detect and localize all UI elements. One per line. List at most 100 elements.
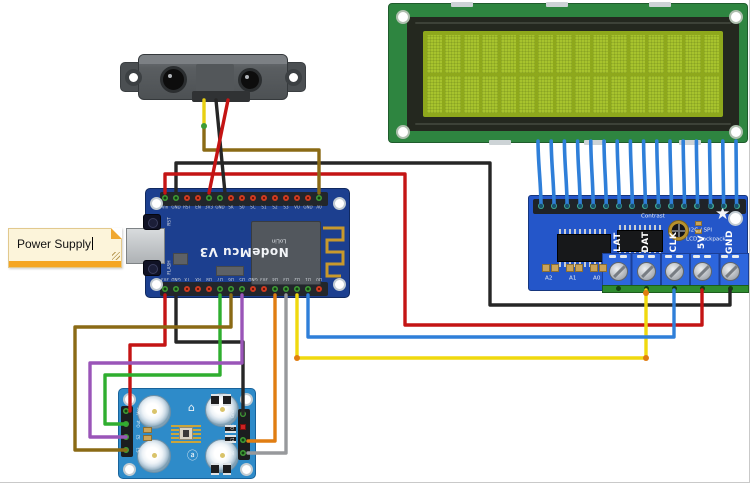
lcd-char-cell xyxy=(703,35,719,73)
nodemcu-pin-label: S2 xyxy=(272,205,278,211)
cs-pin-s1[interactable] xyxy=(240,437,246,443)
cs-pin-vcc[interactable] xyxy=(123,408,129,414)
reset-button[interactable] xyxy=(143,214,161,230)
nodemcu-pin-3v3[interactable] xyxy=(206,195,212,201)
nodemcu-pin-vu[interactable] xyxy=(294,195,300,201)
flash-button[interactable] xyxy=(143,260,161,276)
note-resize-handle-icon[interactable] xyxy=(112,252,120,260)
nodemcu-pin-gnd[interactable] xyxy=(217,195,223,201)
backpack-header-pin[interactable] xyxy=(668,202,675,209)
nodemcu-pin-sk[interactable] xyxy=(228,195,234,201)
note-text[interactable]: Power Supply xyxy=(17,237,94,251)
cs-pin-label: Vcc xyxy=(136,407,142,415)
lcd-hole xyxy=(396,10,410,24)
jumper-pad xyxy=(542,264,550,272)
backpack-header-pin[interactable] xyxy=(551,202,558,209)
backpack-header-pin[interactable] xyxy=(707,202,714,209)
nodemcu-pin-s0[interactable] xyxy=(239,195,245,201)
lcd-tab xyxy=(489,140,511,145)
nodemcu-title: NodeMcu V3 xyxy=(199,245,289,259)
cs-pin-oe[interactable] xyxy=(240,424,246,430)
backpack-header-pin[interactable] xyxy=(655,202,662,209)
nodemcu-pin-d3[interactable] xyxy=(283,285,289,292)
cs-pin-label: Out xyxy=(136,420,142,428)
wire-entry-hole xyxy=(615,286,621,291)
nodemcu-pin-s2[interactable] xyxy=(272,195,278,201)
backpack-header-pin[interactable] xyxy=(577,202,584,209)
nodemcu-pin-d1[interactable] xyxy=(305,285,311,292)
terminal-screw-5v[interactable] xyxy=(692,262,712,281)
nodemcu-pin-label: D2 xyxy=(294,276,300,281)
nodemcu-pin-d5[interactable] xyxy=(239,285,245,292)
ir-right-mount-hole xyxy=(285,69,302,86)
backpack-header-pin[interactable] xyxy=(603,202,610,209)
lcd-char-cell xyxy=(463,75,480,113)
backpack-header-pin[interactable] xyxy=(720,202,727,209)
nodemcu-board[interactable]: RST FLASH NodeMcu V3 LoLin xyxy=(126,188,350,298)
nodemcu-pin-d8[interactable] xyxy=(206,285,212,292)
nodemcu-pin-vin[interactable] xyxy=(162,195,168,201)
terminal-screw-lat[interactable] xyxy=(608,262,628,281)
nodemcu-pin-d4[interactable] xyxy=(272,285,278,292)
white-led-icon xyxy=(137,439,171,473)
nodemcu-pin-gnd[interactable] xyxy=(173,285,179,292)
nodemcu-pin-label: D8 xyxy=(206,276,212,281)
cs-hole xyxy=(123,393,136,406)
nodemcu-pin-s1[interactable] xyxy=(261,195,267,201)
cs-pin-label: S2 xyxy=(136,434,142,440)
nodemcu-pin-sc[interactable] xyxy=(250,195,256,201)
nodemcu-pin-en[interactable] xyxy=(195,195,201,201)
backpack-header-pin[interactable] xyxy=(642,202,649,209)
lcd-char-cell xyxy=(500,75,517,113)
lcd-16x2-display[interactable] xyxy=(388,2,748,145)
terminal-screw-clk[interactable] xyxy=(664,262,684,281)
wire-ir-vcc-red[interactable] xyxy=(207,98,230,195)
nodemcu-pin-rst[interactable] xyxy=(184,195,190,201)
cs-pin-s2[interactable] xyxy=(123,434,129,440)
nodemcu-pin-s3[interactable] xyxy=(283,195,289,201)
nodemcu-pin-rx[interactable] xyxy=(195,285,201,292)
jumper-pad xyxy=(599,264,607,272)
nodemcu-pin-d2[interactable] xyxy=(294,285,300,292)
usb-connector[interactable] xyxy=(126,228,165,264)
lcd-char-cell xyxy=(685,35,701,73)
nodemcu-pin-gnd[interactable] xyxy=(250,285,256,292)
backpack-header-pin[interactable] xyxy=(733,202,740,209)
nodemcu-pin-tx[interactable] xyxy=(184,285,190,292)
wire-d2-to-backpack-dat-yellow[interactable] xyxy=(295,288,648,360)
lcd-char-cell xyxy=(666,75,683,113)
wire-ir-gnd-black[interactable] xyxy=(214,98,227,195)
nodemcu-pin-gnd[interactable] xyxy=(173,195,179,201)
nodemcu-pin-d7[interactable] xyxy=(217,285,223,292)
lcd-char-cell xyxy=(463,35,480,73)
power-supply-note[interactable]: Power Supply xyxy=(8,228,122,268)
ir-distance-sensor[interactable] xyxy=(116,50,310,106)
cs-pin-s3[interactable] xyxy=(123,447,129,453)
nodemcu-pin-d6[interactable] xyxy=(228,285,234,292)
backpack-header-pin[interactable] xyxy=(538,202,544,209)
cs-pin-out[interactable] xyxy=(123,421,129,427)
backpack-header-pin[interactable] xyxy=(616,202,623,209)
nodemcu-pin-3v3[interactable] xyxy=(162,285,168,292)
nodemcu-pin-label: GND xyxy=(171,205,181,211)
wire-ir-signal-brown-to-a0[interactable] xyxy=(202,124,321,195)
cs-pin-s0[interactable] xyxy=(240,450,246,456)
cs-pin-gnd[interactable] xyxy=(240,411,246,417)
cs-pin-label: S3 xyxy=(136,447,142,453)
backpack-header-pin[interactable] xyxy=(681,202,688,209)
nodemcu-pin-label: EN xyxy=(195,205,201,211)
nodemcu-pin-3v3[interactable] xyxy=(261,285,267,292)
nodemcu-pin-a0[interactable] xyxy=(316,195,322,201)
terminal-screw-gnd[interactable] xyxy=(720,262,740,281)
lcd-tab xyxy=(451,2,473,7)
terminal-screw-dat[interactable] xyxy=(636,262,656,281)
backpack-header-pin[interactable] xyxy=(590,202,597,209)
backpack-header-pin[interactable] xyxy=(629,202,636,209)
nodemcu-pin-label: D0 xyxy=(316,276,322,281)
terminal-label-5v: 5V xyxy=(697,234,707,250)
nodemcu-pin-d0[interactable] xyxy=(316,285,322,292)
lcd-char-cell xyxy=(592,35,609,73)
backpack-header-pin[interactable] xyxy=(564,202,571,209)
nodemcu-pin-gnd[interactable] xyxy=(305,195,311,201)
wire-d1-to-backpack-clk-blue[interactable] xyxy=(306,288,676,339)
